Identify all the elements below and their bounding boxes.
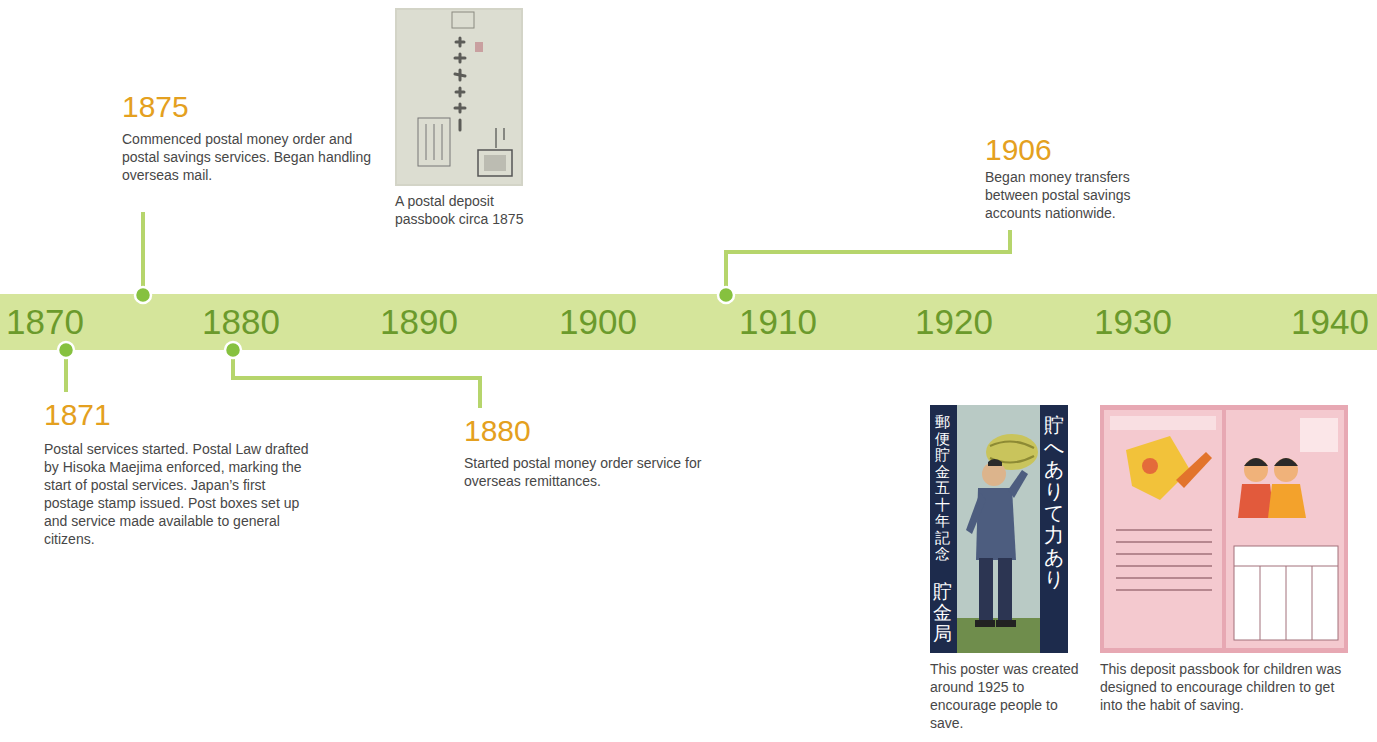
year-label: 1940 (1291, 294, 1369, 350)
year-heading: 1875 (122, 90, 189, 124)
leader-line (726, 230, 1010, 295)
image-caption: This deposit passbook for children was d… (1100, 660, 1352, 714)
year-heading: 1906 (985, 133, 1052, 167)
year-label: 1930 (1094, 294, 1172, 350)
passbook-photo (395, 8, 523, 186)
leader-line (64, 350, 68, 392)
year-label: 1900 (559, 294, 637, 350)
children-passbook-illustration (1100, 405, 1348, 653)
timeline-band: 1870 1880 1890 1900 1910 1920 1930 1940 (0, 294, 1377, 350)
image-caption: This poster was created around 1925 to e… (930, 660, 1092, 732)
year-label: 1920 (915, 294, 993, 350)
leader-line (233, 350, 480, 408)
poster-text: 貯金局 (933, 582, 952, 645)
event-text: Postal services started. Postal Law draf… (44, 440, 312, 548)
year-heading: 1871 (44, 398, 111, 432)
event-text: Began money transfers between postal sav… (985, 168, 1157, 222)
year-label: 1910 (739, 294, 817, 350)
poster-text: 貯へありて力あり (1044, 414, 1064, 590)
poster-illustration (930, 405, 1068, 653)
leader-line (141, 212, 145, 295)
year-label: 1890 (380, 294, 458, 350)
year-heading: 1880 (464, 414, 531, 448)
event-text: Commenced postal money order and postal … (122, 130, 390, 184)
year-label: 1880 (202, 294, 280, 350)
year-label: 1870 (6, 294, 84, 350)
poster-text: 郵便貯金五十年記念 (935, 414, 950, 563)
event-text: Started postal money order service for o… (464, 454, 744, 490)
image-caption: A postal deposit passbook circa 1875 (395, 192, 555, 228)
